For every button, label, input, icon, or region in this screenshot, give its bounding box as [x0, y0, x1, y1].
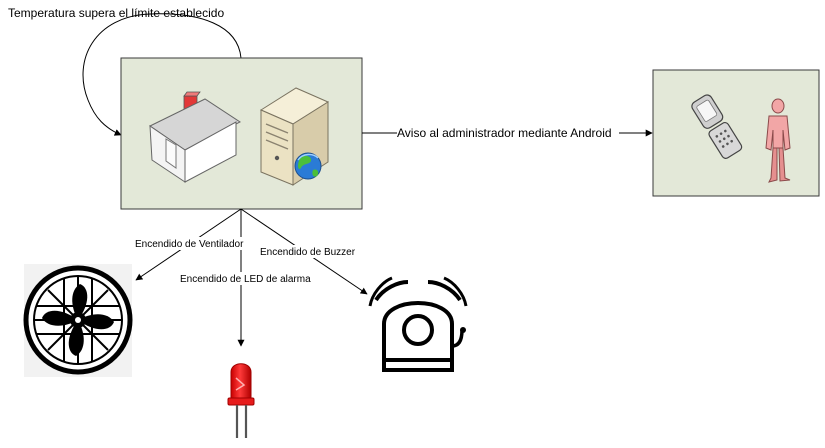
house-icon — [149, 91, 241, 183]
buzzer-label: Encendido de Buzzer — [260, 247, 356, 258]
server-globe-icon — [259, 87, 330, 186]
fan-label: Encendido de Ventilador — [135, 239, 244, 250]
admin-box — [652, 69, 820, 197]
led-label: Encendido de LED de alarma — [180, 274, 311, 285]
self-loop-label: Temperatura supera el límite establecido — [8, 6, 224, 20]
fan-icon — [23, 264, 133, 377]
flip-phone-icon — [691, 94, 743, 159]
red-led-icon — [227, 363, 255, 438]
alarm-bell-icon — [368, 276, 468, 372]
notify-label: Aviso al administrador mediante Android — [397, 126, 612, 140]
self-loop-arrow — [82, 13, 242, 136]
person-icon — [765, 98, 791, 183]
